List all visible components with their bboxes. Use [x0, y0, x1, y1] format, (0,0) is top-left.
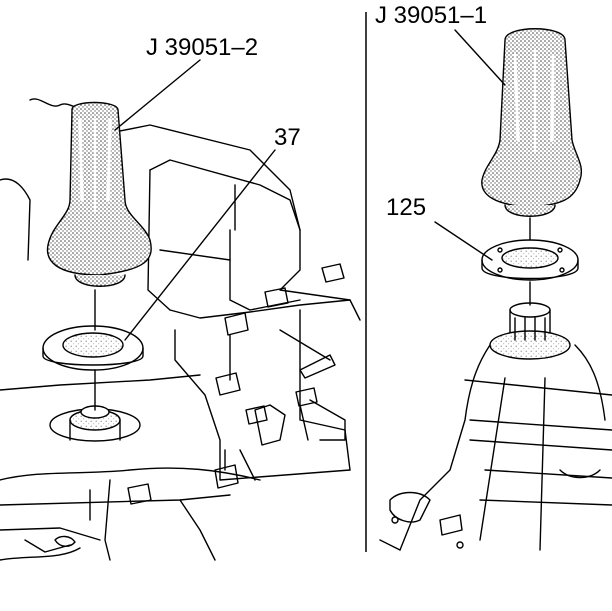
leader-37	[124, 149, 276, 341]
leader-j39051-1	[454, 29, 506, 86]
leader-125	[434, 221, 493, 261]
shaft-left	[49, 405, 141, 442]
label-j39051-2: J 39051–2	[146, 34, 258, 61]
right-panel	[379, 28, 612, 551]
label-125: 125	[386, 194, 426, 221]
transmission-housing	[0, 98, 361, 561]
tool-j39051-1	[481, 28, 582, 217]
label-j39051-1: J 39051–1	[375, 2, 487, 29]
seal-125	[481, 239, 579, 281]
left-panel	[0, 59, 361, 561]
seal-37	[42, 325, 144, 371]
leader-j39051-2	[114, 59, 201, 131]
shaft-right	[489, 302, 571, 360]
extension-housing	[379, 344, 612, 551]
tool-j39051-2	[46, 101, 152, 287]
bolt-group	[89, 263, 345, 521]
label-37: 37	[274, 124, 301, 151]
